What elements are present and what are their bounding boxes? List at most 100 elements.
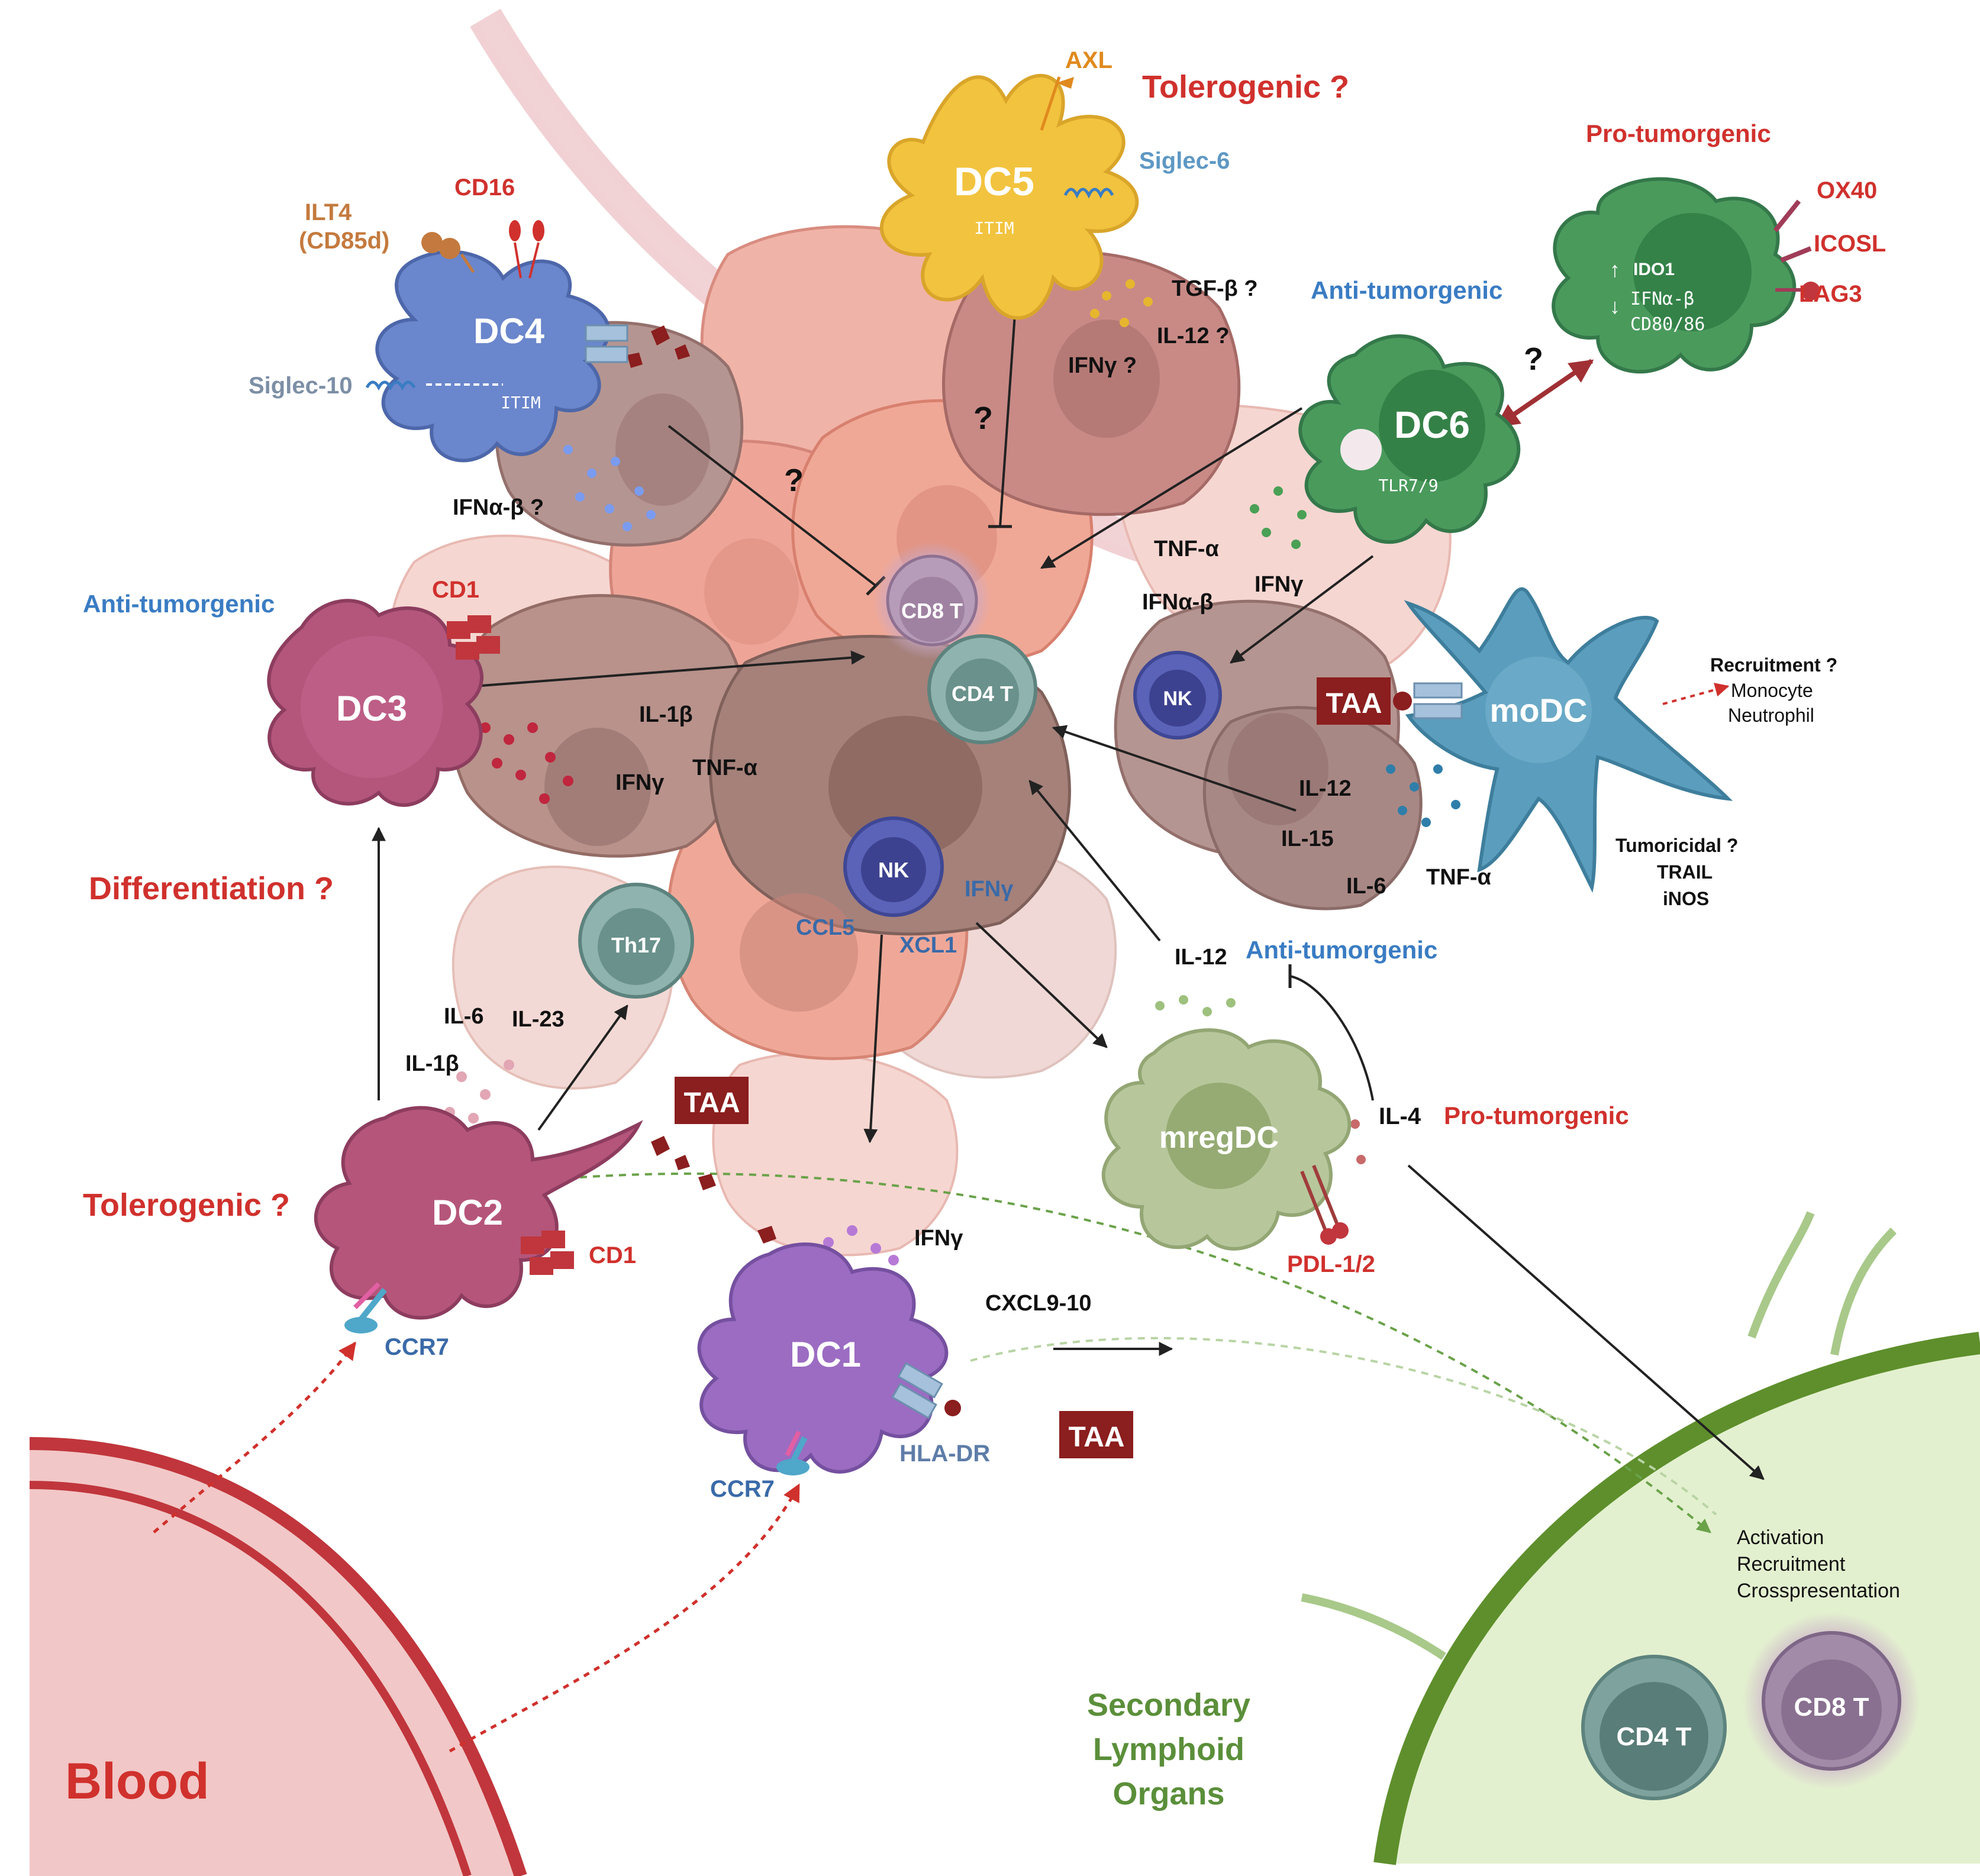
dc4-label: DC4 xyxy=(473,311,545,351)
cytokine-dots xyxy=(444,273,1460,1283)
il12q-label: IL-12 ? xyxy=(1157,324,1229,348)
xcl1-label: XCL1 xyxy=(899,933,957,958)
il1b-dc3-label: IL-1β xyxy=(639,702,693,727)
cd8t-label: CD8 T xyxy=(901,599,963,623)
trail-label: TRAIL xyxy=(1657,861,1713,883)
nk-cell-center: NK xyxy=(843,816,944,917)
cd1-dc3-label: CD1 xyxy=(432,577,479,603)
ln-cd4t-cell: CD4 T xyxy=(1581,1655,1727,1800)
modc-label: moDC xyxy=(1490,692,1588,729)
question-dc6-label: ? xyxy=(1524,341,1543,377)
taa-box-dc1: TAA xyxy=(1059,1411,1133,1458)
dc4-cell: DC4 ITIM xyxy=(365,220,628,463)
hla-dr-label: HLA-DR xyxy=(899,1441,990,1467)
annotation-labels: Tolerogenic ? Pro-tumorgenic Anti-tumorg… xyxy=(65,69,1900,1812)
ifng-right-label: IFNγ xyxy=(1255,572,1303,597)
tumoricidal-label: Tumoricidal ? xyxy=(1615,835,1738,856)
taa-label-1: TAA xyxy=(1326,688,1382,719)
dc1-label: DC1 xyxy=(790,1335,861,1374)
cd8086-label: CD80/86 xyxy=(1630,314,1705,335)
cytokine-labels: TGF-β ? IL-12 ? IFNγ ? IFNα-β ? TNF-α IF… xyxy=(405,276,1491,1316)
th17-label: Th17 xyxy=(611,933,661,957)
modc-cell: moDC xyxy=(1393,587,1733,893)
dc5-itim-label: ITIM xyxy=(974,218,1014,238)
dc6-cell: DC6 TLR7/9 xyxy=(1298,334,1521,544)
taa-box-modc: TAA xyxy=(1317,677,1391,725)
ccr7-dc2-label: CCR7 xyxy=(385,1334,449,1360)
ccr7-dc1-label: CCR7 xyxy=(710,1476,775,1502)
ifnab-right-label: IFNα-β xyxy=(1142,590,1213,615)
ccl5-label: CCL5 xyxy=(796,915,854,940)
blood-vessel xyxy=(29,1437,527,1876)
il6-dc2-label: IL-6 xyxy=(444,1004,484,1029)
recruitment-label: Recruitment ? xyxy=(1710,654,1837,676)
icosl-label: ICOSL xyxy=(1814,231,1886,257)
ido1-up-icon: ↑ xyxy=(1610,257,1620,282)
tnfa-center-label: TNF-α xyxy=(692,755,757,780)
taa-label-2: TAA xyxy=(683,1087,740,1119)
lag3-label: LAG3 xyxy=(1799,281,1862,307)
dc2-label: DC2 xyxy=(432,1193,503,1232)
ifng-dc1-label: IFNγ xyxy=(914,1226,963,1251)
nk-center-label: NK xyxy=(878,858,909,882)
dc1-cell: DC1 xyxy=(697,1242,961,1475)
ox40-label: OX40 xyxy=(1817,177,1877,204)
anti-tumorigenic-dc6-label: Anti-tumorgenic xyxy=(1311,276,1502,304)
dc3-cell: DC3 xyxy=(267,599,500,807)
slo-line3-label: Organs xyxy=(1112,1776,1224,1812)
activation-label: Activation xyxy=(1737,1526,1824,1549)
tolerogenic-top-label: Tolerogenic ? xyxy=(1142,69,1349,105)
dc5-cell: DC5 ITIM xyxy=(879,73,1139,320)
il1b-dc2-label: IL-1β xyxy=(405,1051,459,1076)
ln-cd8t-label: CD8 T xyxy=(1794,1693,1869,1722)
il23-label: IL-23 xyxy=(512,1007,565,1032)
ifng-nk-label: IFNγ xyxy=(965,877,1013,902)
th17-cell: Th17 xyxy=(578,883,694,999)
siglec10-label: Siglec-10 xyxy=(249,373,353,399)
cd1-dc2-label: CD1 xyxy=(589,1242,636,1268)
ln-cd8t-cell: CD8 T xyxy=(1743,1612,1920,1790)
marker-labels: AXL Siglec-6 ILT4 (CD85d) CD16 Siglec-10… xyxy=(249,47,1886,1502)
cd8t-cell: CD8 T xyxy=(873,541,991,660)
anti-tumorigenic-dc3-label: Anti-tumorgenic xyxy=(83,590,275,618)
ifnabq-label: IFNα-β ? xyxy=(453,495,544,520)
dc2-cell: DC2 xyxy=(314,1106,643,1333)
il15-label: IL-15 xyxy=(1281,826,1334,851)
tnfa-right-label: TNF-α xyxy=(1154,537,1219,561)
nk-right-label: NK xyxy=(1163,687,1192,710)
ln-cd4t-label: CD4 T xyxy=(1616,1722,1691,1751)
dc6-tlr-label: TLR7/9 xyxy=(1378,476,1438,495)
mregdc-cell: mregDC xyxy=(1101,1028,1352,1251)
dc4-itim-label: ITIM xyxy=(501,393,540,412)
question-dc4-label: ? xyxy=(784,463,804,498)
question-dc5-label: ? xyxy=(973,401,993,436)
monocyte-label: Monocyte xyxy=(1731,680,1813,701)
il12-mreg-label: IL-12 xyxy=(1175,945,1227,970)
pro-tumorigenic-dc-cell: IDO1 ↑ IFNα-β ↓ CD80/86 xyxy=(1552,177,1820,374)
cd85d-label: (CD85d) xyxy=(299,228,389,254)
ido1-label: IDO1 xyxy=(1633,260,1675,279)
cxcl910-label: CXCL9-10 xyxy=(985,1291,1092,1316)
il6-modc-label: IL-6 xyxy=(1346,874,1386,899)
nk-cell-right: NK xyxy=(1133,651,1222,740)
taa-box-dc2: TAA xyxy=(675,1077,749,1124)
down-icon: ↓ xyxy=(1610,294,1620,318)
tgfb-label: TGF-β ? xyxy=(1172,276,1258,301)
slo-line1-label: Secondary xyxy=(1087,1687,1250,1723)
anti-tumorigenic-mreg-label: Anti-tumorgenic xyxy=(1246,936,1437,964)
ifngq-label: IFNγ ? xyxy=(1068,353,1137,378)
il12-modc-label: IL-12 xyxy=(1299,776,1352,801)
differentiation-label: Differentiation ? xyxy=(89,871,334,906)
ilt4-label: ILT4 xyxy=(305,199,352,225)
recruitment-ln-label: Recruitment xyxy=(1737,1553,1846,1575)
ifnab-mono-label: IFNα-β xyxy=(1630,289,1694,309)
il4-label: IL-4 xyxy=(1379,1103,1421,1129)
cd4t-cell: CD4 T xyxy=(927,634,1037,744)
ifng-dc3-label: IFNγ xyxy=(615,770,664,795)
neutrophil-label: Neutrophil xyxy=(1728,705,1814,726)
tnfa-modc-label: TNF-α xyxy=(1426,865,1491,890)
pro-tumorigenic-top-label: Pro-tumorgenic xyxy=(1586,120,1771,147)
slo-line2-label: Lymphoid xyxy=(1093,1732,1244,1767)
dc5-label: DC5 xyxy=(954,159,1034,204)
